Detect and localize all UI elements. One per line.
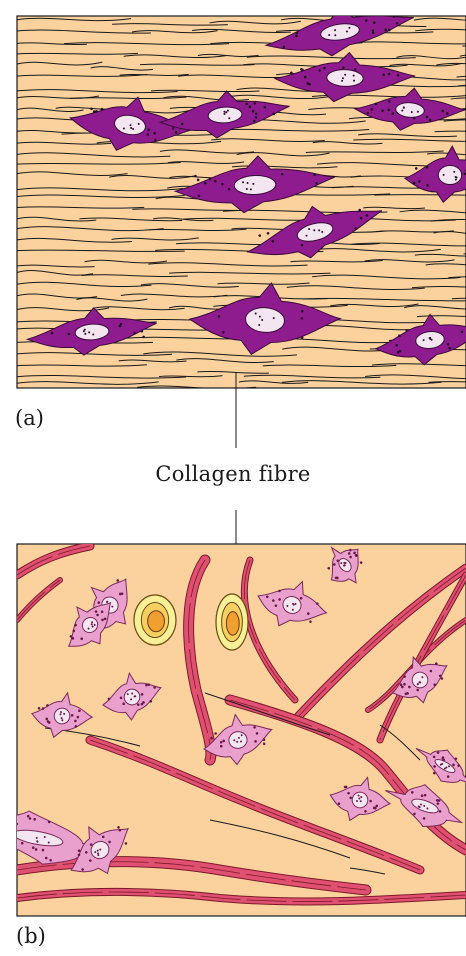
mast-cell-icon [216,594,248,650]
panel-a-label: (a) [15,406,44,430]
mast-cell-icon [134,595,176,645]
panel-b-label: (b) [16,924,46,948]
panel-b [0,535,466,916]
panel-a [17,0,466,389]
collagen-fibre-label: Collagen fibre [0,462,466,486]
